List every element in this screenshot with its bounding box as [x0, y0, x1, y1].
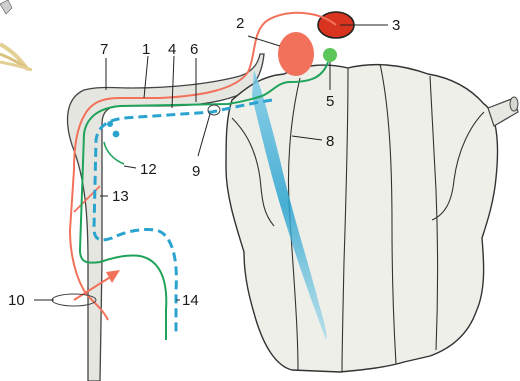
green-branch-12	[104, 142, 124, 164]
label-7: 7	[100, 41, 108, 58]
label-13: 13	[112, 188, 129, 205]
label-9: 9	[192, 163, 200, 180]
label-6: 6	[190, 41, 198, 58]
corner-fragment	[0, 0, 12, 14]
label-14: 14	[182, 292, 199, 309]
nucleus-5	[323, 48, 337, 62]
label-4: 4	[168, 41, 176, 58]
label-8: 8	[326, 133, 334, 150]
tube-stub	[488, 97, 518, 126]
label-1: 1	[142, 41, 150, 58]
label-12: 12	[140, 161, 157, 178]
loop-9	[208, 105, 220, 115]
blue-dot-2	[113, 131, 120, 138]
red-arrowhead	[106, 270, 120, 283]
fiber-bundle-fragment	[0, 44, 32, 70]
label-2: 2	[236, 15, 244, 32]
nucleus-2	[278, 32, 314, 76]
label-10: 10	[8, 292, 25, 309]
label-5: 5	[326, 93, 334, 110]
label-3: 3	[392, 17, 400, 34]
blue-dot-1	[107, 121, 113, 127]
